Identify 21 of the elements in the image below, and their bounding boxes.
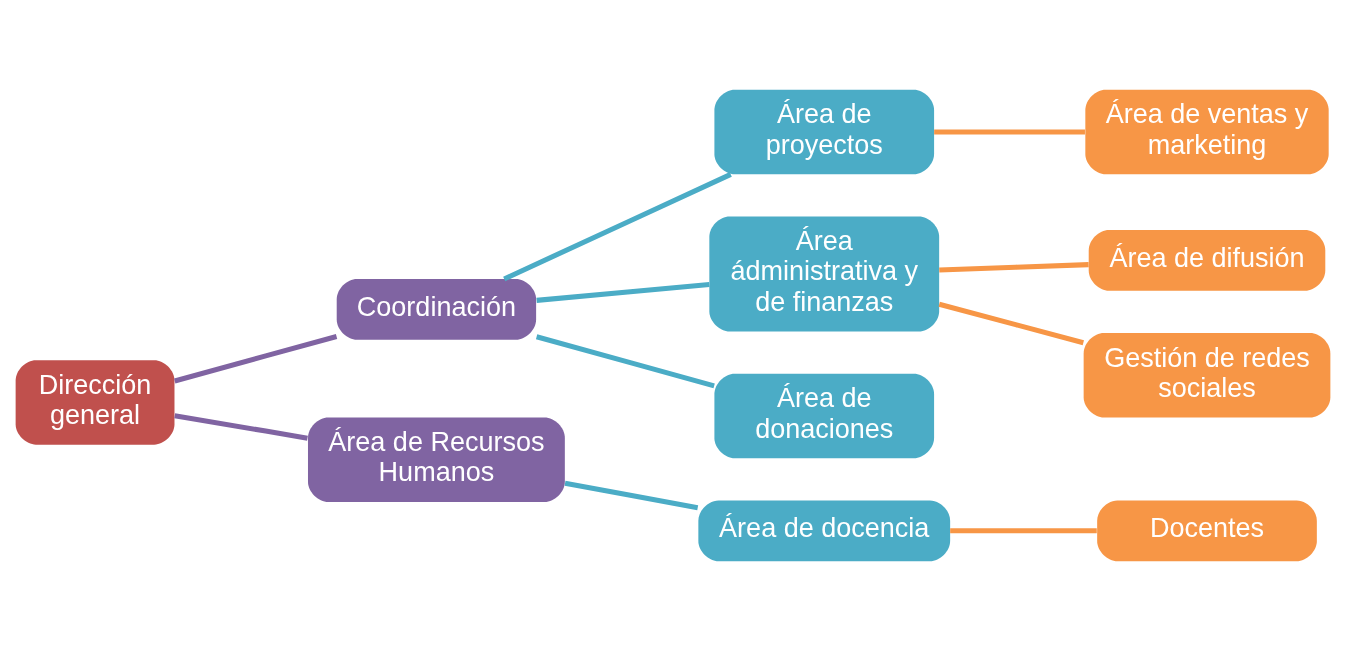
connector bbox=[950, 528, 1097, 534]
connector bbox=[564, 480, 699, 511]
node-box: Área de ventas y marketing bbox=[1085, 89, 1329, 175]
node-box: Dirección general bbox=[15, 360, 175, 445]
connector bbox=[939, 262, 1089, 273]
node-box: Área ádministrativa y de finanzas bbox=[709, 216, 940, 332]
node-box: Área de proyectos bbox=[714, 89, 935, 175]
node-box: Área de donaciones bbox=[714, 373, 935, 459]
node-box: Área de difusión bbox=[1088, 230, 1326, 291]
connector bbox=[174, 413, 308, 441]
node-box: Área de Recursos Humanos bbox=[308, 417, 565, 503]
connector bbox=[174, 334, 338, 384]
connector bbox=[536, 281, 710, 303]
node-box: Gestión de redes sociales bbox=[1083, 333, 1331, 418]
node-box: Coordinación bbox=[336, 279, 537, 340]
connector bbox=[535, 334, 715, 389]
node-box: Área de docencia bbox=[698, 500, 951, 562]
connector bbox=[938, 301, 1084, 346]
node-box: Docentes bbox=[1097, 500, 1317, 562]
connector bbox=[934, 129, 1085, 135]
connector bbox=[503, 172, 732, 282]
